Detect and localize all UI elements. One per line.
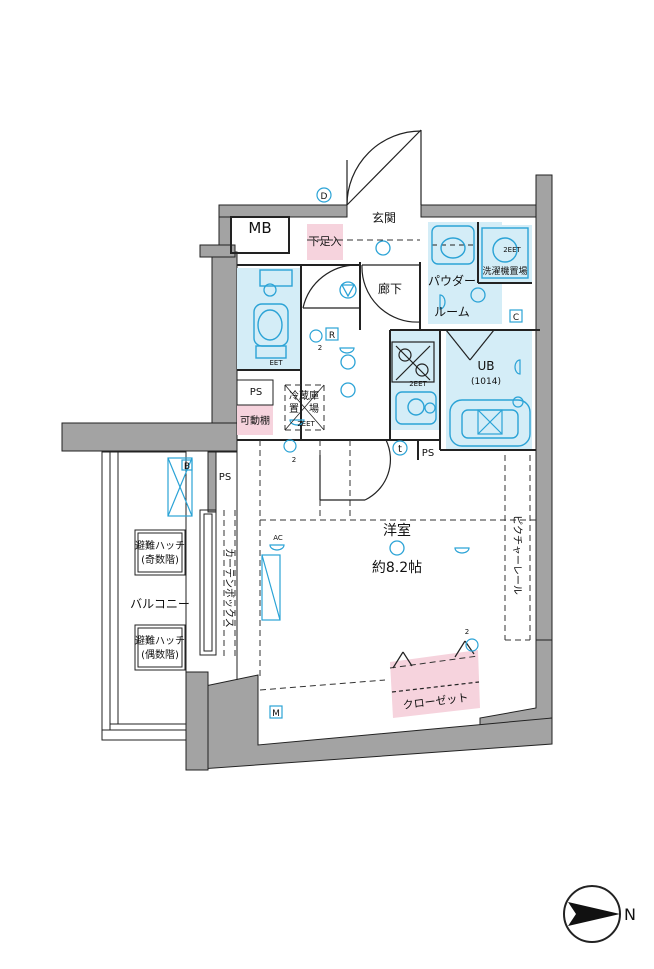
toilet-outlet-label: EET (269, 359, 283, 367)
western-room-size: 約8.2帖 (372, 560, 422, 576)
ceiling-lights (263, 240, 486, 556)
walls (61, 174, 553, 771)
ps-left-label: PS (219, 472, 231, 483)
bath-outlet-label: 2EET (409, 380, 427, 388)
unit-bath-label: UB (477, 359, 494, 373)
partitions (230, 216, 540, 680)
sink-icon (395, 391, 437, 425)
intercom-letter: D (321, 192, 328, 202)
c-outlet-icon (509, 309, 523, 323)
dashed-lines (223, 239, 536, 691)
powder-room-label-1: パウダー (428, 273, 476, 288)
light-icon (340, 354, 356, 370)
light-icon (263, 283, 277, 297)
fridge-space (284, 384, 325, 431)
outlets (269, 294, 524, 652)
picture-rail-label: ピクチャーレール (511, 515, 523, 595)
corridor-label: 廊下 (378, 281, 402, 296)
washer-pan-icon (481, 227, 529, 279)
ps-right-label: PS (422, 448, 434, 459)
compass-label: N (624, 905, 636, 924)
mb-label: MB (248, 219, 271, 237)
stove-icon (391, 341, 435, 383)
entrance-label: 玄関 (372, 210, 396, 225)
light-icon (339, 281, 357, 299)
washer-outlet-label: 2EET (503, 246, 521, 254)
washbasin-icon (431, 225, 475, 265)
fridge-label-2: 置 (289, 403, 299, 415)
t-outlet-letter: t (398, 444, 402, 455)
hatch-odd-label-1: 避難ハッチ (135, 539, 185, 552)
vent-icon (477, 409, 503, 435)
t-outlet-icon (392, 440, 408, 456)
light-icon (389, 540, 405, 556)
escape-hatches (134, 529, 186, 671)
fixtures (253, 225, 531, 447)
bathtub-icon (449, 399, 531, 447)
fridge-label-3: 場 (309, 402, 319, 415)
balcony-label: バルコニー (130, 597, 190, 611)
light-icon (340, 382, 356, 398)
meter-letter: M (272, 709, 280, 719)
cp-sub: 2 (292, 456, 296, 464)
labels: MB 玄関 下足入 廊下 パウダー ルーム 洗濯機置場 UB (1014) 冷蔵… (130, 192, 636, 924)
western-room-label: 洋室 (383, 522, 411, 539)
room-fills (237, 222, 532, 718)
remote-letter: R (329, 331, 335, 341)
ps-upper-label: PS (250, 387, 262, 398)
intercom-icon (316, 187, 332, 203)
hatch-even-label-1: 避難ハッチ (135, 634, 185, 647)
meter-icon (269, 705, 283, 719)
movable-shelf-label: 可動棚 (240, 414, 270, 427)
ac-label: AC (273, 534, 283, 542)
balcony-outline (101, 451, 217, 741)
c-outlet-letter: C (513, 313, 519, 323)
compass-icon (563, 885, 621, 943)
hatch-even-label-2: (偶数階) (141, 648, 179, 661)
shoe-storage-label: 下足入 (309, 235, 342, 248)
breaker-letter: B (184, 462, 190, 472)
curtain-box-label: カーテンボックス (223, 548, 235, 628)
breaker-icon (167, 457, 193, 517)
light-icon (470, 287, 486, 303)
light-icon (375, 240, 391, 256)
unit-bath-size: (1014) (471, 377, 501, 387)
fridge-outlet-label: 2EET (297, 420, 315, 428)
ac-icon (261, 554, 281, 621)
remote-icon (325, 327, 339, 341)
powder-room-label-2: ルーム (434, 305, 470, 319)
fridge-label-1: 冷蔵庫 (289, 389, 319, 402)
doors (302, 129, 495, 693)
outlet-2-label: 2 (465, 628, 469, 636)
washer-space-label: 洗濯機置場 (482, 265, 527, 277)
remote-sub: 2 (318, 344, 322, 352)
hatch-odd-label-2: (奇数階) (141, 553, 179, 566)
